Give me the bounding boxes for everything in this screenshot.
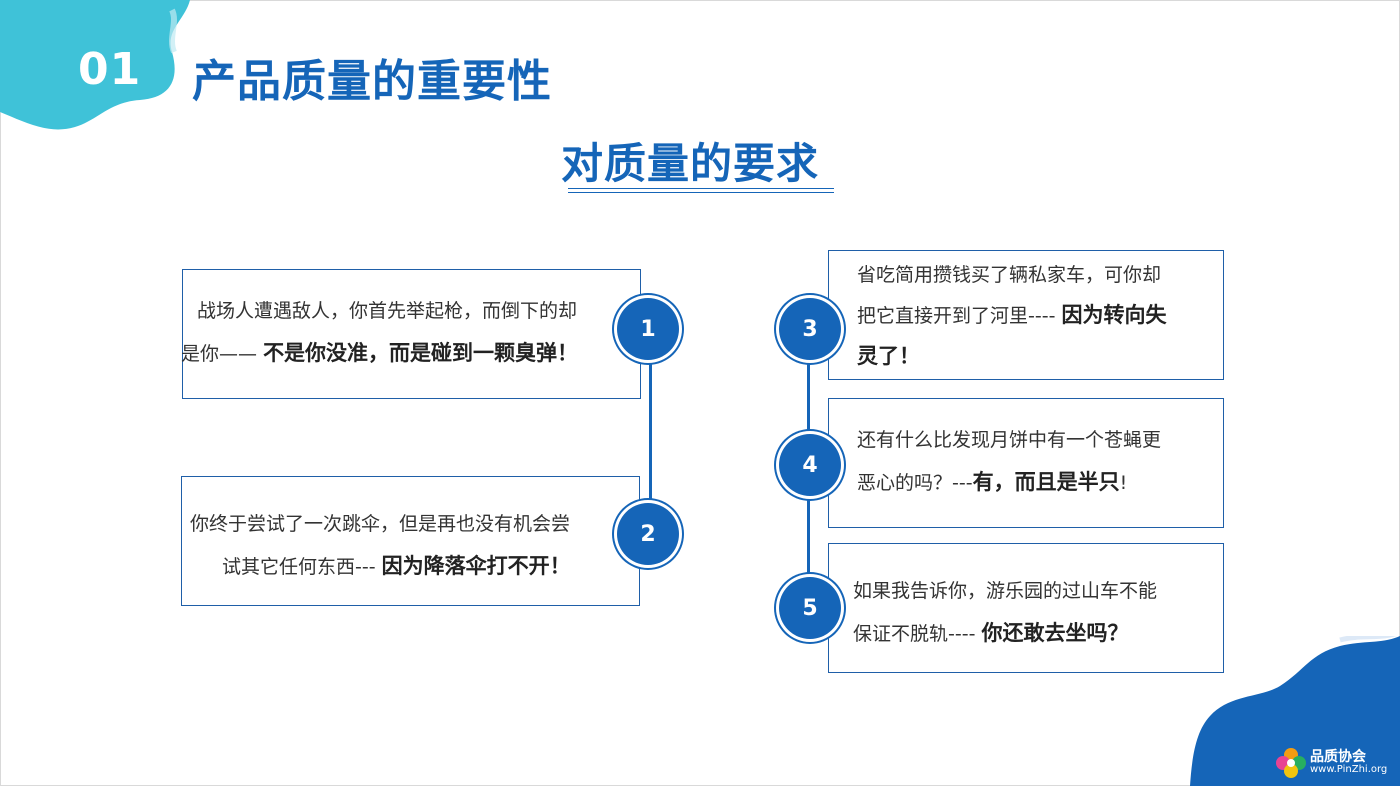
item-card-3: 省吃简用攒钱买了辆私家车，可你却 把它直接开到了河里---- 因为转向失 灵了！ [828,250,1224,380]
item-1-line1: 战场人遭遇敌人，你首先举起枪，而倒下的却 [197,300,578,322]
number-circle-4: 4 [779,434,841,496]
item-2-line1: 你终于尝试了一次跳伞，但是再也没有机会尝 [190,513,571,535]
item-card-5: 如果我告诉你，游乐园的过山车不能 保证不脱轨---- 你还敢去坐吗？ [828,543,1224,673]
logo-url: www.PinZhi.org [1310,764,1388,775]
flower-logo-icon [1276,748,1306,778]
item-5-bold: 你还敢去坐吗？ [981,621,1129,645]
item-4-bold: 有，而且是半只 [972,470,1120,494]
item-1-bold: 不是你没准，而是碰到一颗臭弹！ [263,341,579,365]
item-1-line2: 是你—— [181,343,258,365]
item-3-line2: 把它直接开到了河里---- [857,305,1056,327]
item-3-line1: 省吃简用攒钱买了辆私家车，可你却 [857,264,1162,286]
item-card-2: 你终于尝试了一次跳伞，但是再也没有机会尝 试其它任何东西--- 因为降落伞打不开… [181,476,640,606]
decorative-blob-top-left [0,0,190,130]
item-card-1: 战场人遭遇敌人，你首先举起枪，而倒下的却 是你—— 不是你没准，而是碰到一颗臭弹… [181,269,641,399]
item-2-line2: 试其它任何东西--- [222,556,376,578]
section-number: 01 [78,44,142,95]
item-4-line2: 恶心的吗？--- [857,472,973,494]
page-subtitle: 对质量的要求 [561,139,820,188]
number-circle-1: 1 [617,298,679,360]
number-circle-2: 2 [617,503,679,565]
section-title: 产品质量的重要性 [192,56,552,107]
item-4-line1: 还有什么比发现月饼中有一个苍蝇更 [857,429,1162,451]
subtitle-underline [568,188,834,193]
number-circle-3: 3 [779,298,841,360]
item-3-bold: 因为转向失 [1061,303,1167,327]
item-4-tail: ! [1119,472,1128,494]
item-5-line1: 如果我告诉你，游乐园的过山车不能 [853,580,1158,602]
item-card-4: 还有什么比发现月饼中有一个苍蝇更 恶心的吗？---有，而且是半只! [828,398,1224,528]
timeline-line-left [649,355,652,515]
brand-logo: 品质协会 www.PinZhi.org [1274,746,1392,780]
item-2-bold: 因为降落伞打不开！ [381,554,571,578]
item-5-line2: 保证不脱轨---- [853,623,976,645]
number-circle-5: 5 [779,577,841,639]
logo-name: 品质协会 [1310,749,1366,765]
item-3-bold-2: 灵了！ [857,344,920,368]
decorative-blob-bottom-right [1190,636,1400,786]
